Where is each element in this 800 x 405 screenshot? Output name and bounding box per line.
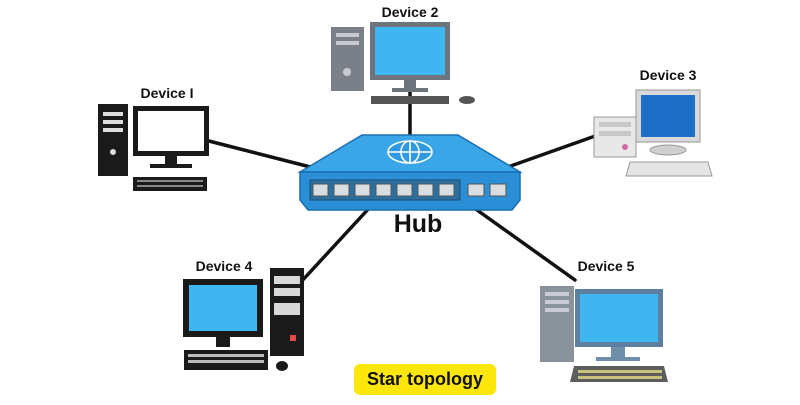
cable-device3 [503, 133, 600, 170]
topology-caption: Star topology [354, 364, 496, 395]
device1-label: Device I [140, 85, 194, 101]
device4-computer [183, 268, 304, 371]
mouse-icon [276, 361, 288, 371]
cable-device5 [468, 203, 577, 282]
port-6 [417, 183, 434, 197]
globe-icon [387, 140, 433, 164]
port-2 [333, 183, 350, 197]
tower-icon [593, 116, 637, 158]
device4-label: Device 4 [195, 258, 253, 274]
port-3 [354, 183, 371, 197]
cable-device4 [298, 203, 374, 285]
monitor-icon [370, 22, 450, 92]
tower-icon [270, 268, 304, 356]
port-5 [396, 183, 413, 197]
monitor-icon [133, 106, 209, 168]
device1-computer [98, 104, 209, 191]
uplink-port-2 [489, 183, 507, 197]
monitor-icon [183, 279, 263, 347]
uplink-port-1 [467, 183, 485, 197]
tower-icon [331, 27, 364, 91]
port-1 [312, 183, 329, 197]
tower-icon [98, 104, 128, 176]
port-4 [375, 183, 392, 197]
keyboard-icon [570, 366, 668, 382]
device5-label: Device 5 [577, 258, 635, 274]
monitor-icon [635, 89, 701, 156]
keyboard-icon [133, 177, 207, 191]
mouse-icon [459, 96, 475, 104]
hub-ports [309, 179, 507, 201]
device5-computer [540, 286, 668, 382]
monitor-icon [575, 289, 663, 361]
keyboard-icon [184, 350, 268, 370]
hub-device [297, 134, 523, 211]
device2-label: Device 2 [381, 4, 439, 20]
tower-icon [540, 286, 574, 362]
device3-label: Device 3 [639, 67, 697, 83]
keyboard-icon [625, 161, 713, 177]
hub-label: Hub [393, 210, 443, 238]
keyboard-icon [371, 96, 449, 104]
device3-computer [593, 89, 713, 177]
port-7 [438, 183, 455, 197]
device2-computer [331, 22, 475, 104]
